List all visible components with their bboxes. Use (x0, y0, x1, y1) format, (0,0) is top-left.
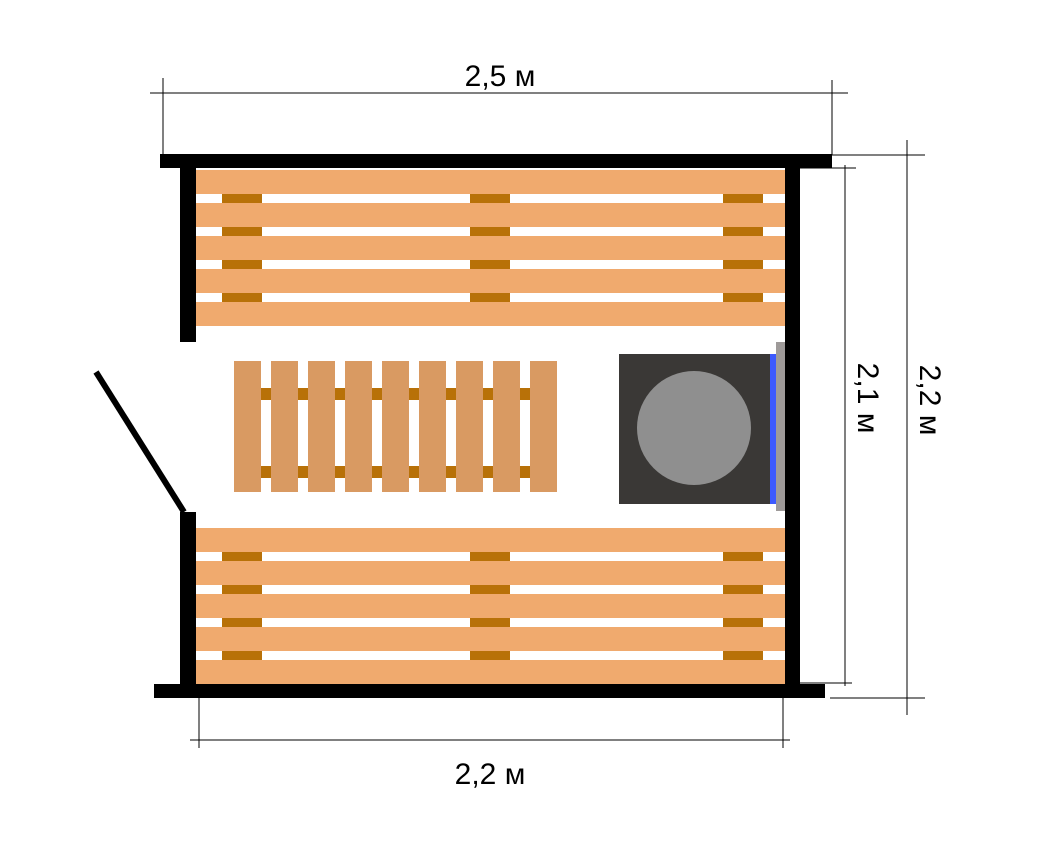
bench-support (723, 618, 763, 627)
bench-support (723, 651, 763, 660)
bench-support (470, 585, 510, 594)
bench-support (222, 260, 262, 269)
stove (619, 342, 785, 511)
bench-support (723, 194, 763, 203)
bench-plank (196, 627, 785, 651)
bench-support (470, 293, 510, 302)
bench-top (196, 170, 785, 326)
benches (196, 170, 785, 684)
wall-left-lower (180, 512, 196, 686)
bench-plank (196, 170, 785, 194)
grate-slat (271, 361, 298, 492)
bench-support (222, 585, 262, 594)
wall-left-upper (180, 168, 196, 342)
bench-support (470, 618, 510, 627)
bench-support (470, 194, 510, 203)
bench-plank (196, 269, 785, 293)
bench-plank (196, 561, 785, 585)
grate-slat (234, 361, 261, 492)
floor-grate (234, 361, 557, 492)
bench-support (470, 227, 510, 236)
stove-stones (637, 371, 751, 485)
dimension-lines (150, 78, 925, 748)
bench-support (723, 227, 763, 236)
grate-slat (530, 361, 557, 492)
door (93, 370, 187, 514)
bench-support (723, 585, 763, 594)
dimension-top-width: 2,5 м (465, 60, 536, 93)
wall-bottom (154, 684, 825, 698)
dimension-inner-height: 2,1 м (851, 363, 884, 434)
bench-plank (196, 203, 785, 227)
bench-support (222, 227, 262, 236)
grate-slat (493, 361, 520, 492)
wall-top (160, 154, 832, 168)
dimension-outer-height: 2,2 м (913, 365, 946, 436)
bench-plank (196, 528, 785, 552)
stove-plate (776, 342, 785, 511)
grate-slat (456, 361, 483, 492)
bench-support (222, 651, 262, 660)
stove-screen (770, 354, 776, 504)
grate-slat (382, 361, 409, 492)
bench-support (723, 293, 763, 302)
bench-plank (196, 302, 785, 326)
bench-support (723, 260, 763, 269)
bench-plank (196, 660, 785, 684)
bench-support (222, 194, 262, 203)
bench-support (470, 260, 510, 269)
bench-support (470, 651, 510, 660)
grate-slat (419, 361, 446, 492)
wall-right (785, 168, 800, 686)
bench-plank (196, 594, 785, 618)
walls (154, 154, 832, 698)
bench-bottom (196, 528, 785, 684)
bench-support (222, 293, 262, 302)
bench-support (222, 618, 262, 627)
grate-slat (345, 361, 372, 492)
bench-support (222, 552, 262, 561)
grate-slat (308, 361, 335, 492)
bench-plank (196, 236, 785, 260)
bench-support (470, 552, 510, 561)
bench-support (723, 552, 763, 561)
dimension-bottom-width: 2,2 м (455, 758, 526, 791)
